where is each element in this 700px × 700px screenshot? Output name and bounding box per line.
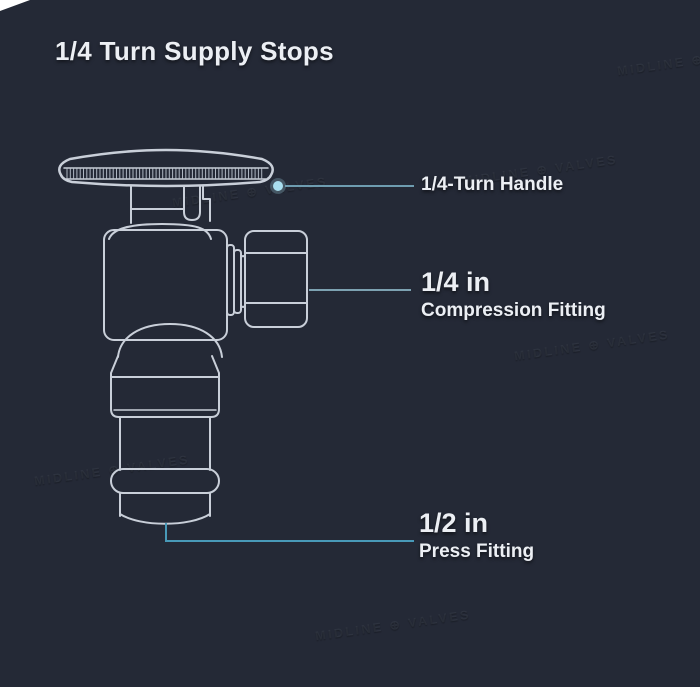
valve-handle-drawing <box>58 148 274 188</box>
compression-name-label: Compression Fitting <box>421 300 606 322</box>
handle-knurling <box>66 168 263 179</box>
press-name-label: Press Fitting <box>419 541 535 563</box>
leader-lines <box>165 178 414 542</box>
compression-size-label: 1/4 in <box>421 267 491 297</box>
callout-compression: 1/4 in Compression Fitting <box>421 268 606 322</box>
footer-strip <box>0 687 700 700</box>
press-size-label: 1/2 in <box>419 508 489 538</box>
page-title: 1/4 Turn Supply Stops <box>55 36 334 66</box>
leader-line-press <box>165 523 414 542</box>
callout-handle: 1/4-Turn Handle <box>421 174 563 196</box>
press-fitting-drawing <box>110 323 223 525</box>
corner-notch <box>0 0 30 11</box>
handle-callout-dot <box>273 181 283 191</box>
callout-press: 1/2 in Press Fitting <box>419 509 534 563</box>
valve-stem-drawing <box>108 185 212 240</box>
handle-label: 1/4-Turn Handle <box>421 174 564 195</box>
compression-fitting-drawing <box>226 230 308 328</box>
